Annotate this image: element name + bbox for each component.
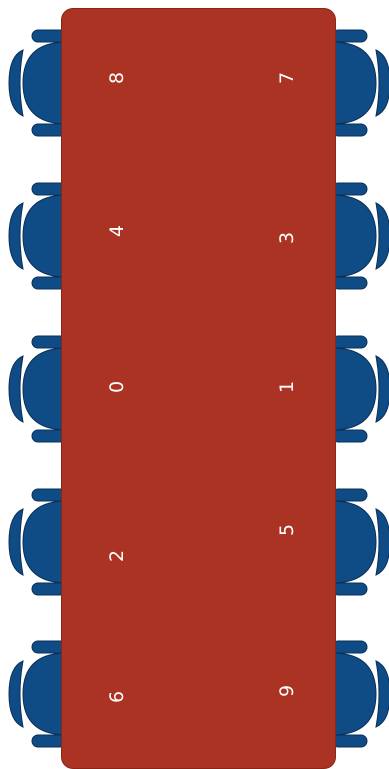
chair-left-2 [5, 181, 65, 291]
chair-right-4 [334, 487, 389, 597]
seat-label-right-1: 7 [267, 58, 307, 98]
seat-label-left-5: 6 [97, 677, 137, 717]
seat-label-left-2: 4 [97, 211, 137, 251]
seat-label-left-1: 8 [97, 58, 137, 98]
chair-right-1 [334, 28, 389, 138]
seat-label-right-5: 9 [267, 671, 307, 711]
seat-label-right-4: 5 [267, 510, 307, 550]
seat-label-right-3: 1 [267, 367, 307, 407]
chair-left-5 [5, 639, 65, 749]
chair-left-3 [5, 334, 65, 444]
chair-left-4 [5, 487, 65, 597]
seat-label-left-4: 2 [97, 536, 137, 576]
chair-right-2 [334, 181, 389, 291]
seat-label-right-2: 3 [267, 218, 307, 258]
chair-right-5 [334, 639, 389, 749]
chair-left-1 [5, 28, 65, 138]
chair-right-3 [334, 334, 389, 444]
seat-label-left-3: 0 [97, 367, 137, 407]
